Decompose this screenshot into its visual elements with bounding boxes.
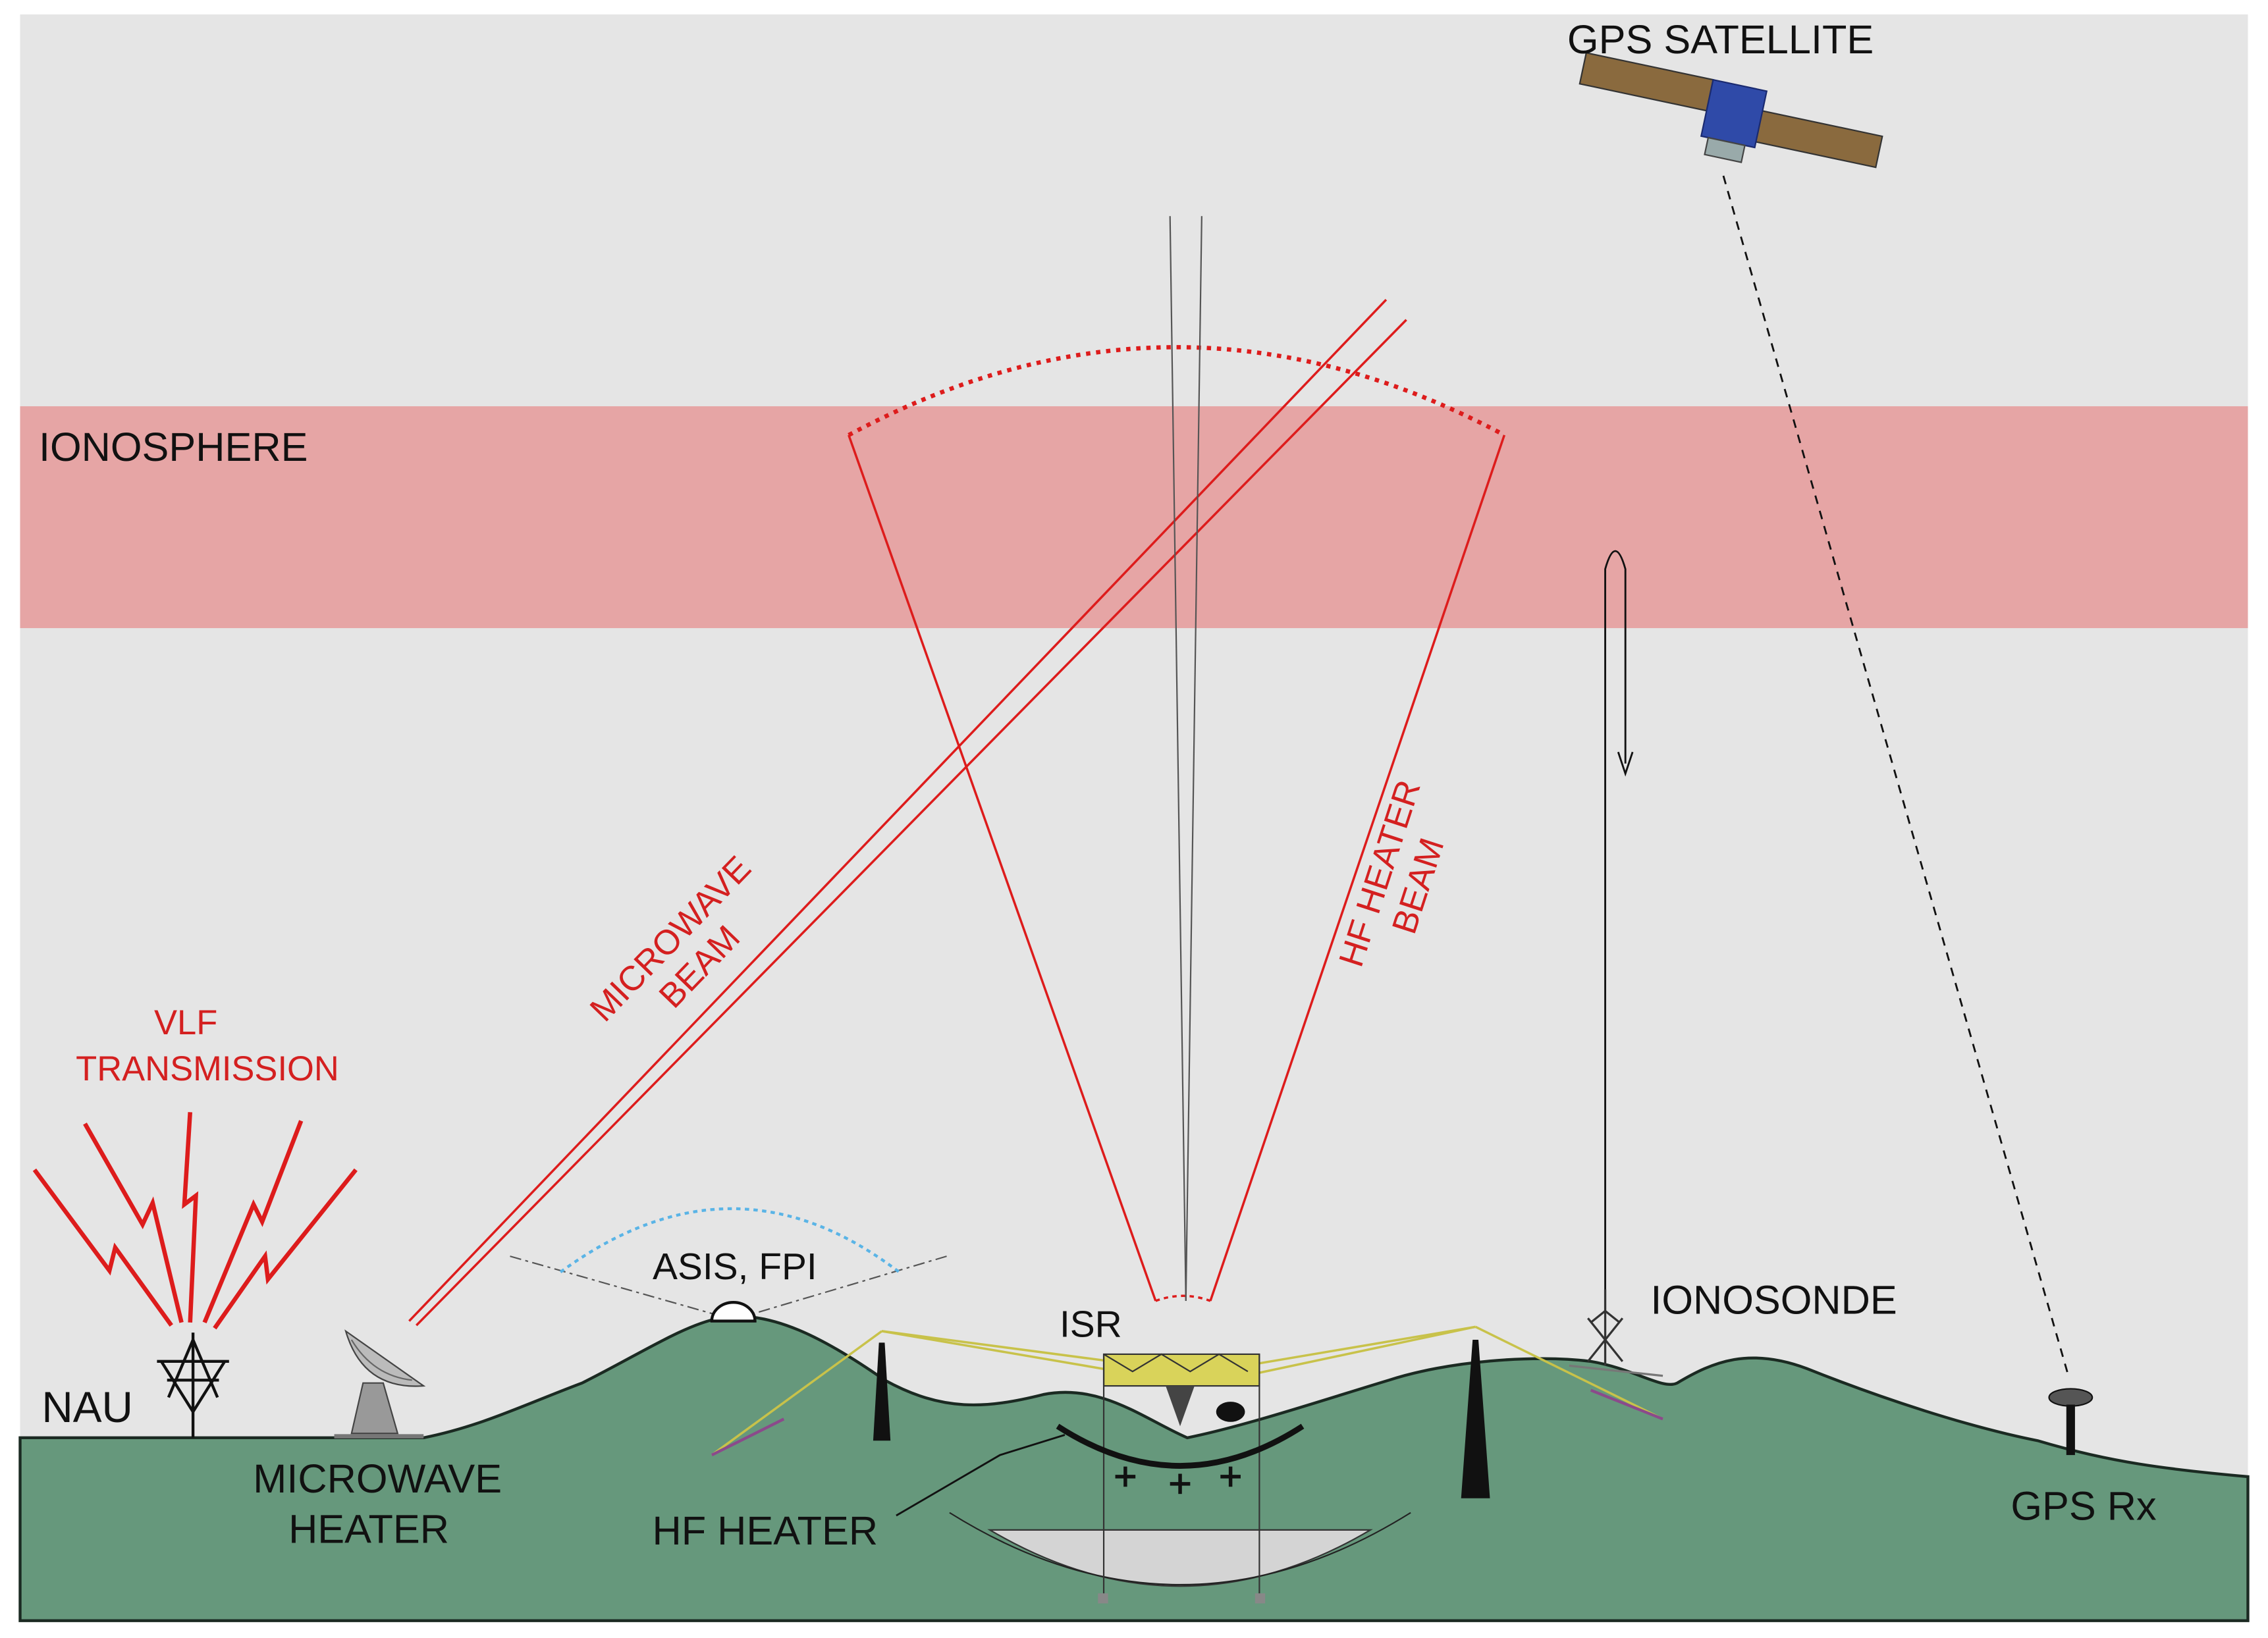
microwave-heater-label-line2: HEATER xyxy=(288,1507,449,1552)
ionosphere-label: IONOSPHERE xyxy=(39,425,308,469)
asis-fpi-label: ASIS, FPI xyxy=(653,1246,817,1288)
hf-heater-pointer xyxy=(896,1434,1066,1517)
hf-heater-array xyxy=(1056,1423,1305,1469)
isr-support-cables xyxy=(711,1325,1663,1456)
vlf-antenna-tower-icon xyxy=(157,1333,229,1438)
nau-label: NAU xyxy=(41,1383,133,1431)
ionosonde-ray xyxy=(1604,550,1634,1290)
vlf-transmission-waves xyxy=(32,1112,358,1330)
vlf-label-line2: TRANSMISSION xyxy=(76,1049,339,1088)
ground-terrain xyxy=(18,1315,2250,1622)
isr-reflector-bowl xyxy=(949,1512,1411,1587)
hf-heater-beam xyxy=(848,345,1506,1302)
vlf-label-line1: VLF xyxy=(154,1003,217,1042)
isr-beam xyxy=(1169,216,1202,1301)
isr-label: ISR xyxy=(1060,1304,1122,1346)
gps-satellite-label: GPS SATELLITE xyxy=(1567,17,1874,62)
microwave-dish-icon xyxy=(334,1329,426,1439)
gps-signal-path xyxy=(1722,175,2070,1379)
ionosonde-antenna-icon xyxy=(1569,1289,1663,1377)
microwave-heater-label-line1: MICROWAVE xyxy=(253,1456,502,1501)
ionosonde-label: IONOSONDE xyxy=(1650,1278,1897,1323)
hf-heater-label: HF HEATER xyxy=(652,1508,878,1553)
isr-support-tower-right xyxy=(1461,1340,1490,1498)
all-sky-dome-icon xyxy=(510,1207,947,1323)
sky-background xyxy=(20,14,2248,1621)
isr-support-tower-left xyxy=(873,1342,891,1441)
ionosphere-band xyxy=(20,406,2248,629)
gps-receiver-icon xyxy=(2048,1388,2093,1456)
radar-platform-icon xyxy=(1098,1353,1266,1604)
gps-satellite-icon xyxy=(1579,51,1883,169)
hf-heater-elements xyxy=(1115,1466,1241,1494)
gps-rx-label: GPS Rx xyxy=(2011,1484,2156,1529)
microwave-beam xyxy=(408,298,1407,1327)
